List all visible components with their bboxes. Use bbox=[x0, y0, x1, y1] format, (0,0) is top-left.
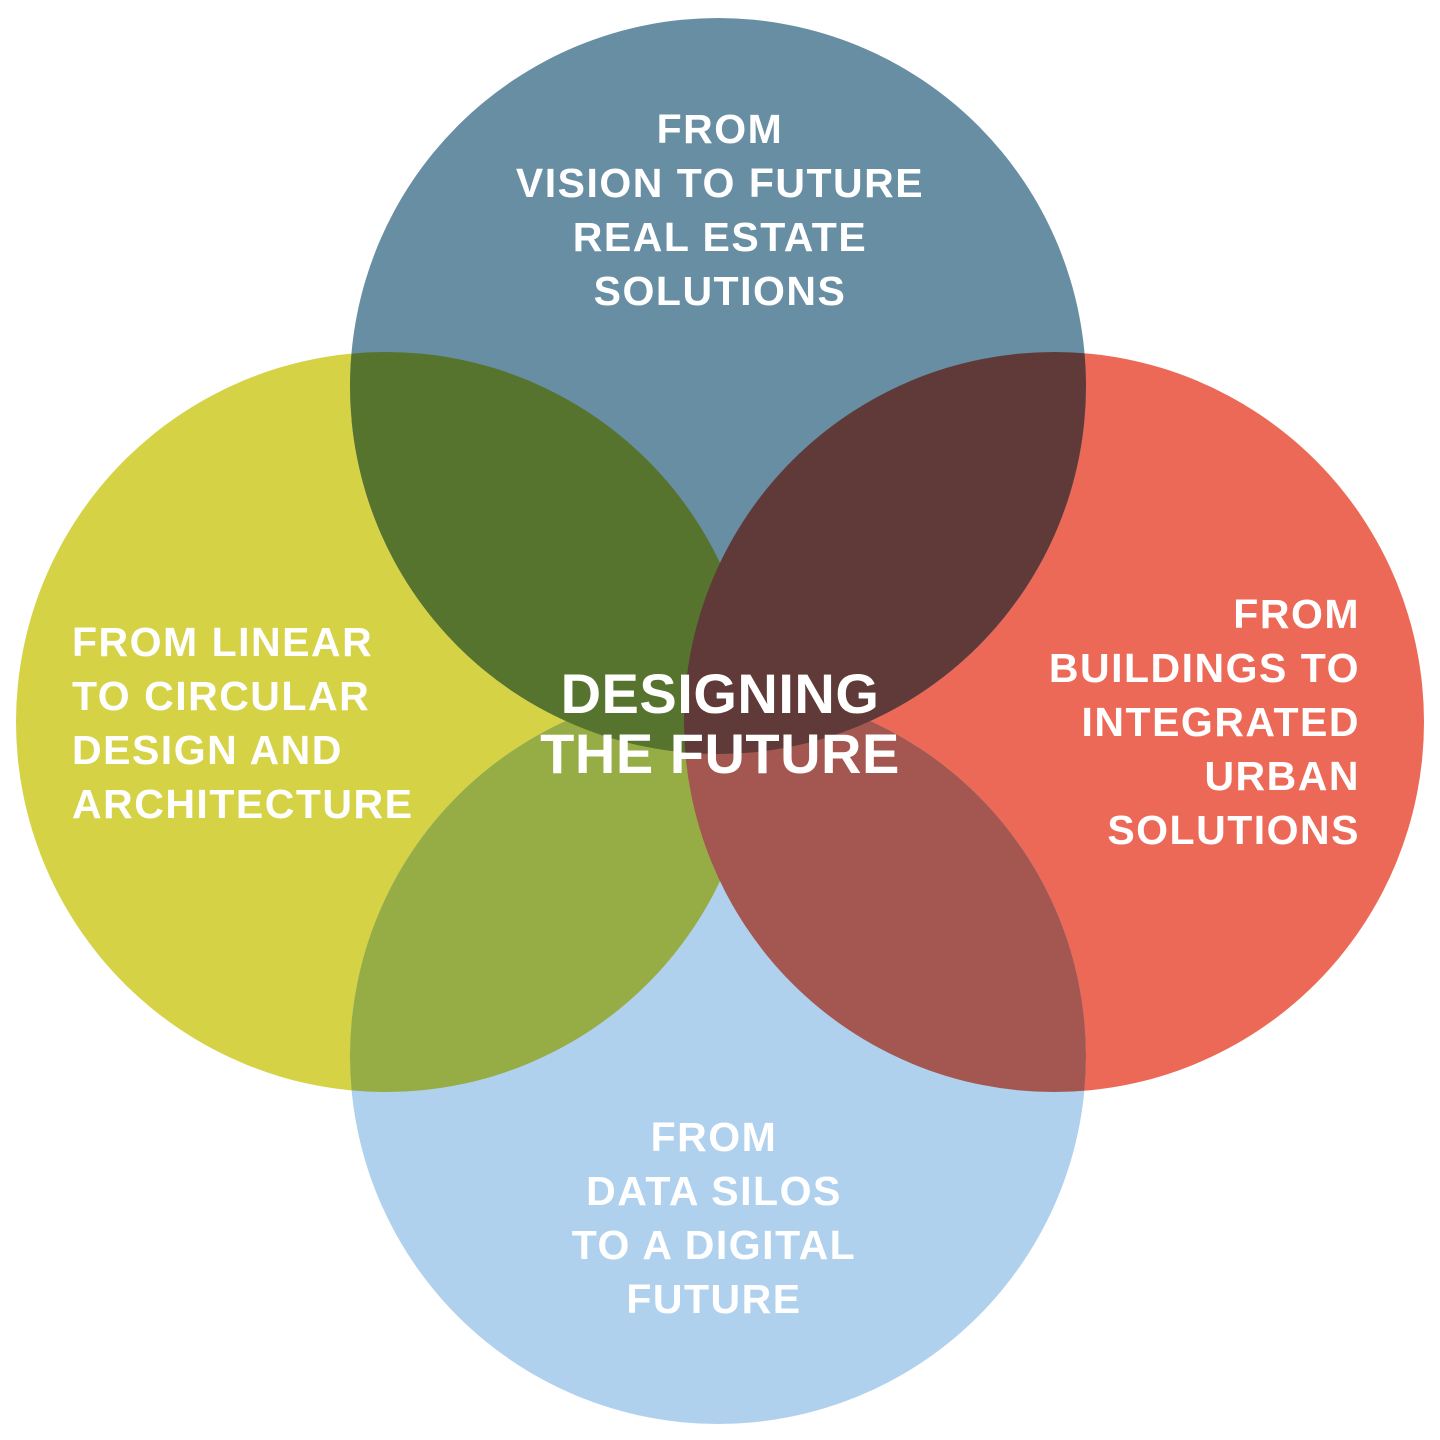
label-top-line: VISION TO FUTURE bbox=[516, 160, 924, 206]
label-top: FROM VISION TO FUTURE REAL ESTATE SOLUTIONS bbox=[516, 106, 924, 314]
label-bottom-line: TO A DIGITAL bbox=[572, 1222, 856, 1268]
label-right-line: BUILDINGS TO bbox=[1049, 645, 1360, 691]
label-right-line: INTEGRATED bbox=[1082, 699, 1360, 745]
label-bottom: FROM DATA SILOS TO A DIGITAL FUTURE bbox=[572, 1114, 856, 1322]
label-center-line: THE FUTURE bbox=[540, 722, 900, 785]
label-left-line: FROM LINEAR bbox=[72, 619, 373, 665]
label-right-line: URBAN bbox=[1204, 753, 1360, 799]
label-right-line: SOLUTIONS bbox=[1107, 807, 1360, 853]
label-left: FROM LINEAR TO CIRCULAR DESIGN AND ARCHITEC… bbox=[72, 619, 413, 827]
label-top-line: FROM bbox=[657, 106, 784, 152]
label-bottom-line: DATA SILOS bbox=[586, 1168, 842, 1214]
label-bottom-line: FUTURE bbox=[626, 1276, 801, 1322]
label-center-line: DESIGNING bbox=[561, 662, 880, 725]
label-left-line: DESIGN AND bbox=[72, 727, 343, 773]
label-left-line: TO CIRCULAR bbox=[72, 673, 370, 719]
label-top-line: REAL ESTATE bbox=[573, 214, 867, 260]
label-bottom-line: FROM bbox=[651, 1114, 778, 1160]
label-top-line: SOLUTIONS bbox=[594, 268, 847, 314]
label-left-line: ARCHITECTURE bbox=[72, 781, 413, 827]
label-right: FROM BUILDINGS TO INTEGRATED URBAN SOLUTIONS bbox=[1049, 591, 1360, 853]
label-right-line: FROM bbox=[1233, 591, 1360, 637]
